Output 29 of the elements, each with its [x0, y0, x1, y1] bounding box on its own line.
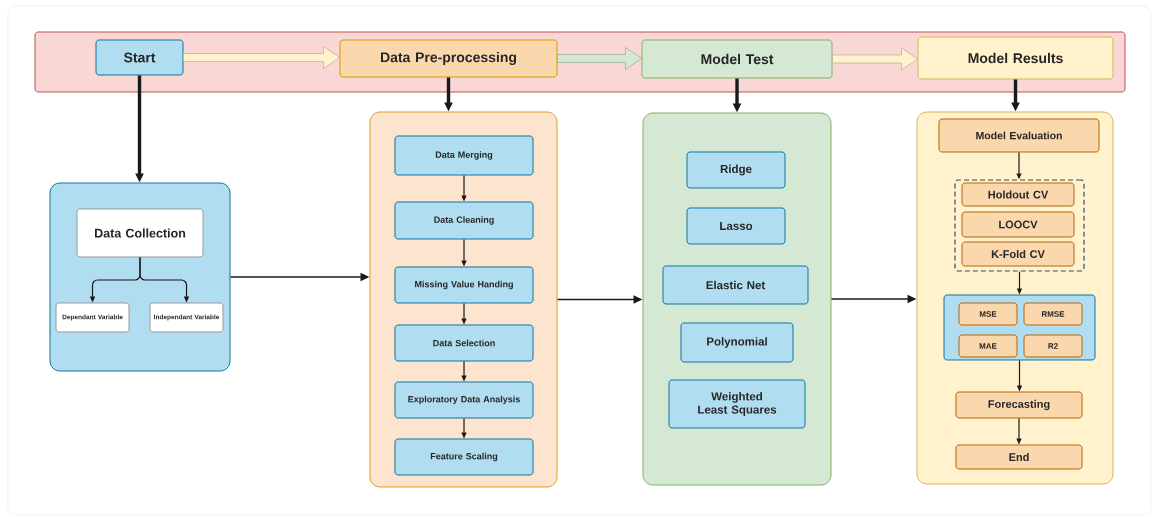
block-arrow [183, 46, 340, 69]
process-box: Lasso [686, 207, 786, 245]
process-box: Forecasting [955, 391, 1083, 419]
start-box: Start [95, 39, 184, 76]
process-box: Missing Value Handing [394, 266, 534, 304]
process-box: MSE [958, 302, 1018, 326]
block-arrow [557, 47, 642, 70]
process-box: LOOCV [961, 211, 1075, 238]
process-box: Model Evaluation [938, 118, 1100, 153]
process-box: RMSE [1023, 302, 1083, 326]
process-box: Holdout CV [961, 182, 1075, 207]
block-arrow [832, 47, 918, 71]
process-box: R2 [1023, 334, 1083, 358]
process-box: Elastic Net [662, 265, 809, 305]
process-box: Data Cleaning [394, 201, 534, 240]
process-box: Data Merging [394, 135, 534, 176]
process-box: Feature Scaling [394, 438, 534, 476]
process-box: K-Fold CV [961, 241, 1075, 267]
process-box: MAE [958, 334, 1018, 358]
process-box: Data Collection [76, 208, 204, 258]
stage-box: Model Results [917, 36, 1114, 80]
process-box: Ridge [686, 151, 786, 189]
process-box: Polynomial [680, 322, 794, 363]
process-box: Exploratory Data Analysis [394, 381, 534, 419]
stage-box: Model Test [641, 39, 833, 79]
process-box: Data Selection [394, 324, 534, 362]
stage-box: Data Pre-processing [339, 39, 558, 78]
process-box: Weighted Least Squares [668, 379, 806, 429]
process-box: End [955, 444, 1083, 470]
